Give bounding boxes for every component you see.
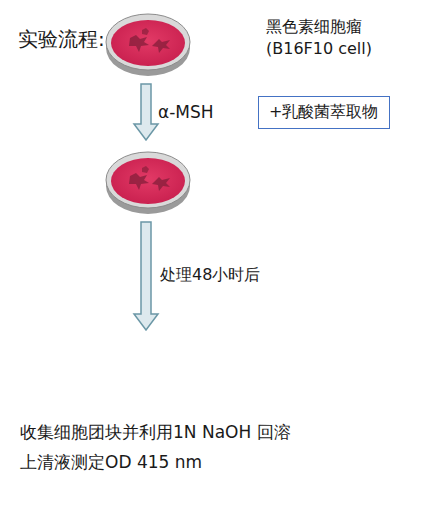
cell-label: 黑色素细胞瘤 (B16F10 cell) [266,16,416,59]
step-label: 处理48小时后 [160,264,300,286]
extract-box: +乳酸菌萃取物 [258,96,390,129]
procedure-note: 收集细胞团块并利用1N NaOH 回溶 上清液测定OD 415 nm [20,417,320,477]
reagent-label: α-MSH [158,101,248,124]
flow-arrow [134,84,158,140]
petri-dish [106,152,190,214]
petri-dish [106,14,190,76]
flow-arrow [134,222,158,330]
box-text: +乳酸菌萃取物 [269,102,379,123]
title: 实验流程: [18,26,105,52]
